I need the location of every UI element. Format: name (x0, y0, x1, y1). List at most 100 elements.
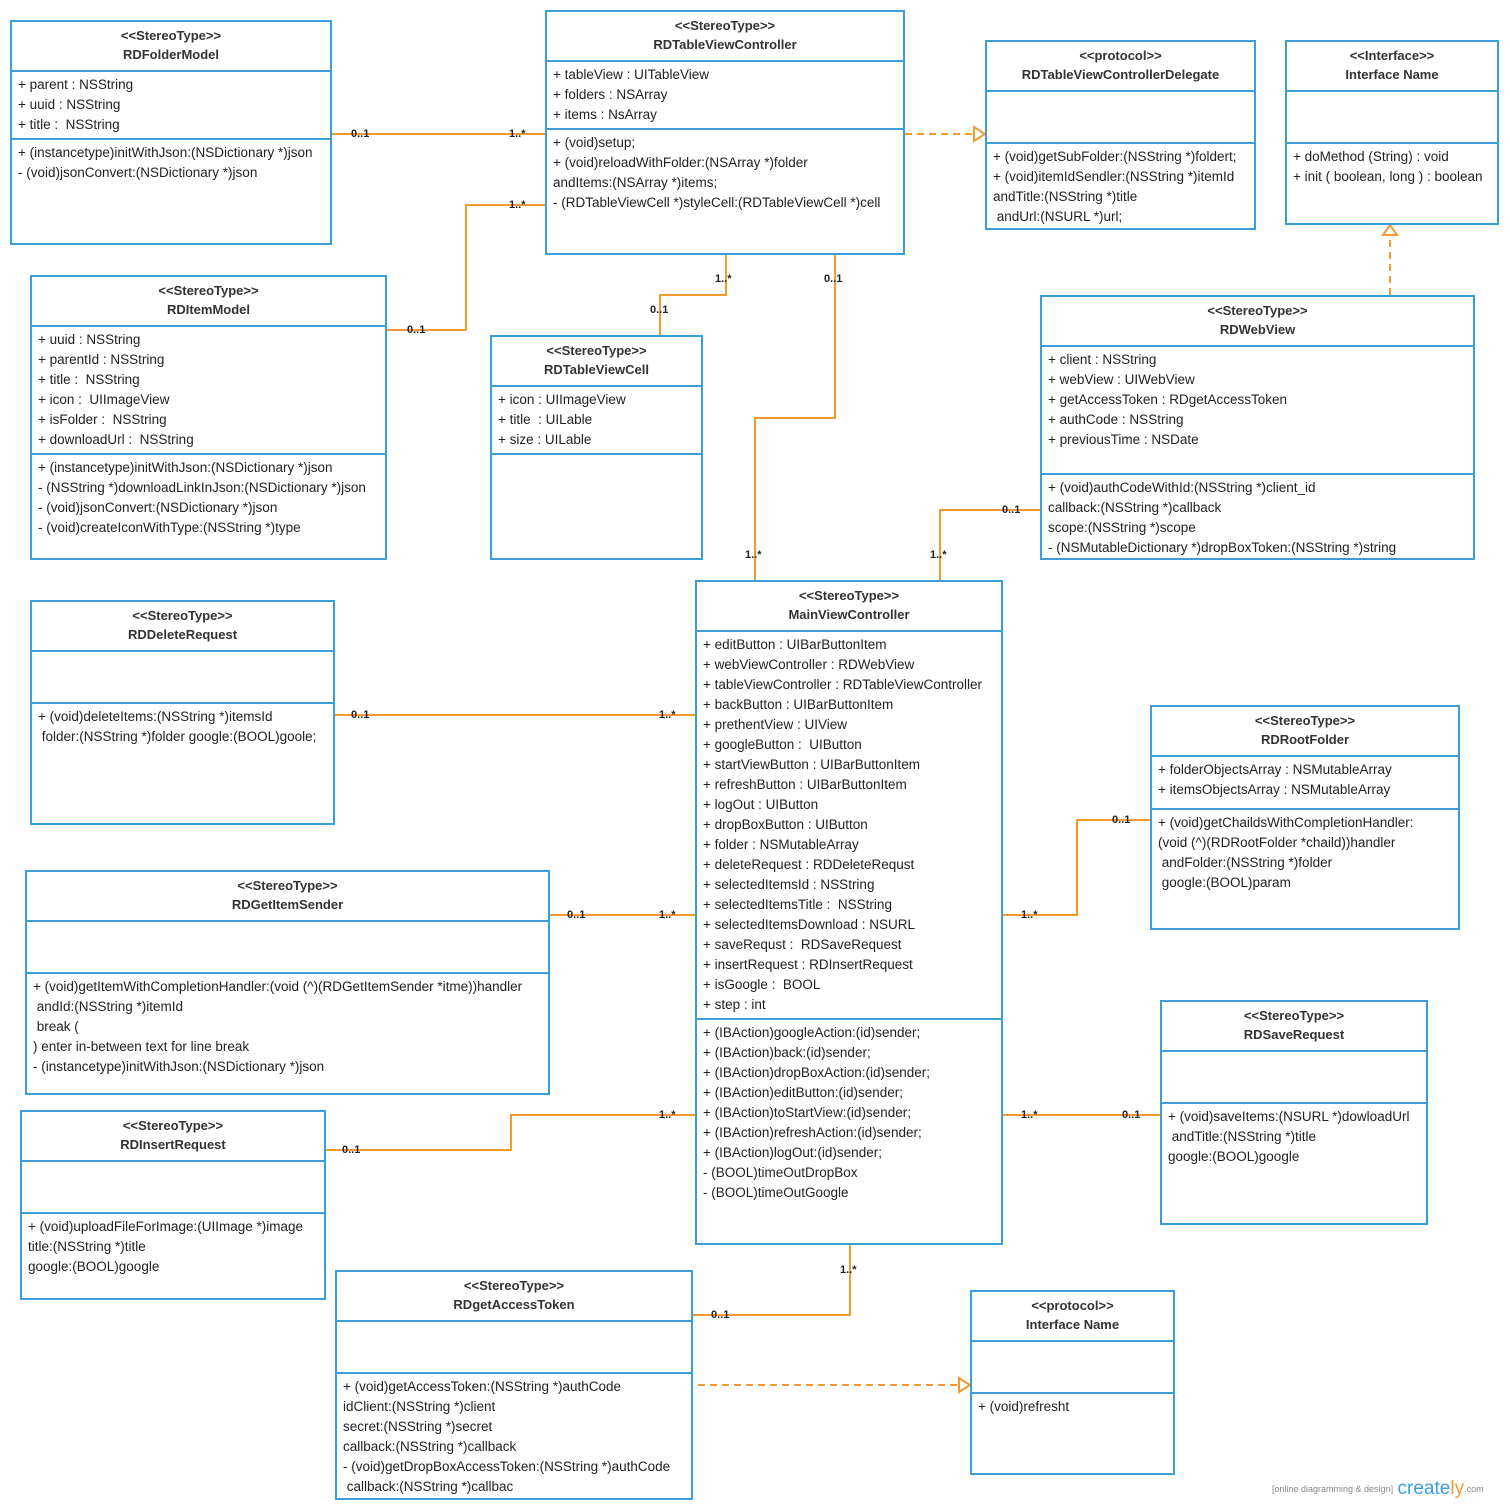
class-rdsaverequest[interactable]: <<StereoType>>RDSaveRequest + (void)save… (1160, 1000, 1428, 1225)
class-attribute: + title : NSString (18, 117, 120, 132)
class-method: + (void)deleteItems:(NSString *)itemsId (38, 709, 273, 724)
class-attribute: + isFolder : NSString (38, 412, 167, 427)
class-method: + (void)reloadWithFolder:(NSArray *)fold… (553, 155, 808, 170)
multiplicity-label: 0..1 (342, 1144, 361, 1156)
class-attribute: + webView : UIWebView (1048, 372, 1195, 387)
class-method: google:(BOOL)param (1158, 875, 1291, 890)
multiplicity-label: 1..* (1021, 909, 1038, 921)
class-method: - (void)createIconWithType:(NSString *)t… (38, 520, 301, 535)
class-method: + (void)getChaildsWithCompletionHandler: (1158, 815, 1414, 830)
multiplicity-label: 1..* (745, 549, 762, 561)
class-method: + (instancetype)initWithJson:(NSDictiona… (38, 460, 333, 475)
class-attribute: + editButton : UIBarButtonItem (703, 637, 887, 652)
multiplicity-label: 0..1 (824, 273, 843, 285)
class-attribute: + uuid : NSString (18, 97, 121, 112)
class-attribute: + folders : NSArray (553, 87, 668, 102)
class-attribute: + saveRequst : RDSaveRequest (703, 937, 902, 952)
class-method: + (void)itemIdSendler:(NSString *)itemId (993, 169, 1235, 184)
multiplicity-label: 1..* (715, 273, 732, 285)
multiplicity-label: 0..1 (351, 709, 370, 721)
class-rdgetaccesstoken[interactable]: <<StereoType>>RDgetAccessToken + (void)g… (335, 1270, 693, 1500)
creately-logo: creately.com (1398, 1478, 1484, 1499)
class-attribute: + logOut : UIButton (703, 797, 819, 812)
class-methods: + (instancetype)initWithJson:(NSDictiona… (12, 140, 330, 183)
multiplicity-label: 0..1 (1122, 1109, 1141, 1121)
class-attribute: + selectedItemsTitle : NSString (703, 897, 892, 912)
class-rdinsertrequest[interactable]: <<StereoType>>RDInsertRequest + (void)up… (20, 1110, 326, 1300)
class-method: google:(BOOL)google (1168, 1149, 1300, 1164)
class-attribute: + startViewButton : UIBarButtonItem (703, 757, 920, 772)
class-method: + (void)getSubFolder:(NSString *)foldert… (993, 149, 1237, 164)
class-stereotype: <<StereoType>> (132, 608, 233, 623)
class-attributes: + client : NSString + webView : UIWebView… (1042, 347, 1473, 475)
class-attributes (972, 1342, 1173, 1394)
class-method: + (IBAction)dropBoxAction:(id)sender; (703, 1065, 930, 1080)
class-name: MainViewController (788, 607, 910, 622)
class-attributes: + editButton : UIBarButtonItem+ webViewC… (697, 632, 1001, 1020)
class-stereotype: <<StereoType>> (463, 1278, 565, 1293)
class-methods: + (void)saveItems:(NSURL *)dowloadUrl an… (1162, 1104, 1426, 1167)
class-name: Interface Name (1025, 1317, 1120, 1332)
class-method: + (IBAction)toStartView:(id)sender; (703, 1105, 911, 1120)
class-mainviewcontroller[interactable]: <<StereoType>>MainViewController + editB… (695, 580, 1003, 1245)
class-name: RDRootFolder (1260, 732, 1350, 747)
assoc-webview-main (939, 509, 1040, 580)
class-attribute: + icon : UIImageView (498, 392, 626, 407)
class-stereotype: <<Interface>> (1349, 48, 1435, 63)
class-stereotype: <<protocol>> (1079, 48, 1162, 63)
class-rdtableviewcontrollerdelegate[interactable]: <<protocol>> RDTableViewControllerDelegat… (985, 40, 1256, 230)
class-method: andUrl:(NSURL *)url; (993, 209, 1123, 224)
class-attribute: + parentId : NSString (38, 352, 165, 367)
class-method: callback:(NSString *)callback (343, 1439, 517, 1454)
class-method: + (void)setup; (553, 135, 636, 150)
class-attribute: + prethentView : UIView (703, 717, 847, 732)
class-methods: + doMethod (String) : void+ init ( boole… (1287, 144, 1497, 187)
class-rddeleterequest[interactable]: <<StereoType>>RDDeleteRequest + (void)de… (30, 600, 335, 825)
class-rdtableviewcell[interactable]: <<StereoType>>RDTableViewCell + icon : U… (490, 335, 703, 560)
class-attribute: + authCode : NSString (1048, 412, 1184, 427)
class-attributes (1287, 92, 1497, 144)
class-attribute: + client : NSString (1048, 352, 1157, 367)
class-name: RDFolderModel (122, 47, 220, 62)
class-method: + (IBAction)googleAction:(id)sender; (703, 1025, 921, 1040)
class-attributes: + parent : NSString+ uuid : NSString+ ti… (12, 72, 330, 140)
class-method: + doMethod (String) : void (1293, 149, 1449, 164)
class-rdtableviewcontroller[interactable]: <<StereoType>>RDTableViewController + ta… (545, 10, 905, 255)
class-method: + (IBAction)logOut:(id)sender; (703, 1145, 882, 1160)
class-method: + (void)getAccessToken:(NSString *)authC… (343, 1379, 622, 1394)
class-interface-name-bottom[interactable]: <<protocol>> Interface Name + (void)refre… (970, 1290, 1175, 1475)
class-method: - (NSString *)downloadLinkInJson:(NSDict… (38, 480, 366, 495)
class-method: andItems:(NSArray *)items; (553, 175, 718, 190)
class-name: RDGetItemSender (231, 897, 344, 912)
class-method: ) enter in-between text for line break (33, 1039, 250, 1054)
multiplicity-label: 0..1 (1002, 504, 1021, 516)
class-method: + (void)refresht (978, 1399, 1070, 1414)
class-rdgetitemsender[interactable]: <<StereoType>>RDGetItemSender + (void)ge… (25, 870, 550, 1095)
class-interface-name-top[interactable]: <<Interface>>Interface Name + doMethod (… (1285, 40, 1499, 225)
class-name: RDTableViewControllerDelegate (1021, 67, 1220, 82)
realization-arrowhead (973, 125, 987, 143)
class-attribute: + size : UILable (498, 432, 592, 447)
class-attribute: + dropBoxButton : UIButton (703, 817, 868, 832)
class-rdwebview[interactable]: <<StereoType>>RDWebView + client : NSStr… (1040, 295, 1475, 560)
class-method: + (void)saveItems:(NSURL *)dowloadUrl (1168, 1109, 1410, 1124)
class-methods: + (void)setup; + (void)reloadWithFolder:(… (547, 130, 903, 213)
class-attribute: + icon : UIImageView (38, 392, 170, 407)
class-methods: + (void)refresht (972, 1394, 1173, 1417)
class-method: - (RDTableViewCell *)styleCell:(RDTableV… (553, 195, 881, 210)
class-attribute: + folderObjectsArray : NSMutableArray (1158, 762, 1392, 777)
multiplicity-label: 1..* (509, 128, 526, 140)
class-stereotype: <<StereoType>> (1254, 713, 1356, 728)
multiplicity-label: 0..1 (650, 304, 669, 316)
class-method: callback:(NSString *)callbac (343, 1479, 514, 1494)
class-rdfoldermodel[interactable]: <<StereoType>>RDFolderModel + parent : N… (10, 20, 332, 245)
class-rditemmodel[interactable]: <<StereoType>>RDItemModel + uuid : NSStr… (30, 275, 387, 560)
class-attributes: + folderObjectsArray : NSMutableArray+ i… (1152, 757, 1458, 810)
logo-text-post: ly (1450, 1478, 1465, 1499)
class-stereotype: <<protocol>> (1031, 1298, 1114, 1313)
creately-watermark: [online diagramming & design] creately.c… (1272, 1478, 1484, 1500)
class-name: RDItemModel (166, 302, 251, 317)
class-rdrootfolder[interactable]: <<StereoType>> RDRootFolder + folderObjec… (1150, 705, 1460, 930)
class-method: andTitle:(NSString *)title (993, 189, 1138, 204)
